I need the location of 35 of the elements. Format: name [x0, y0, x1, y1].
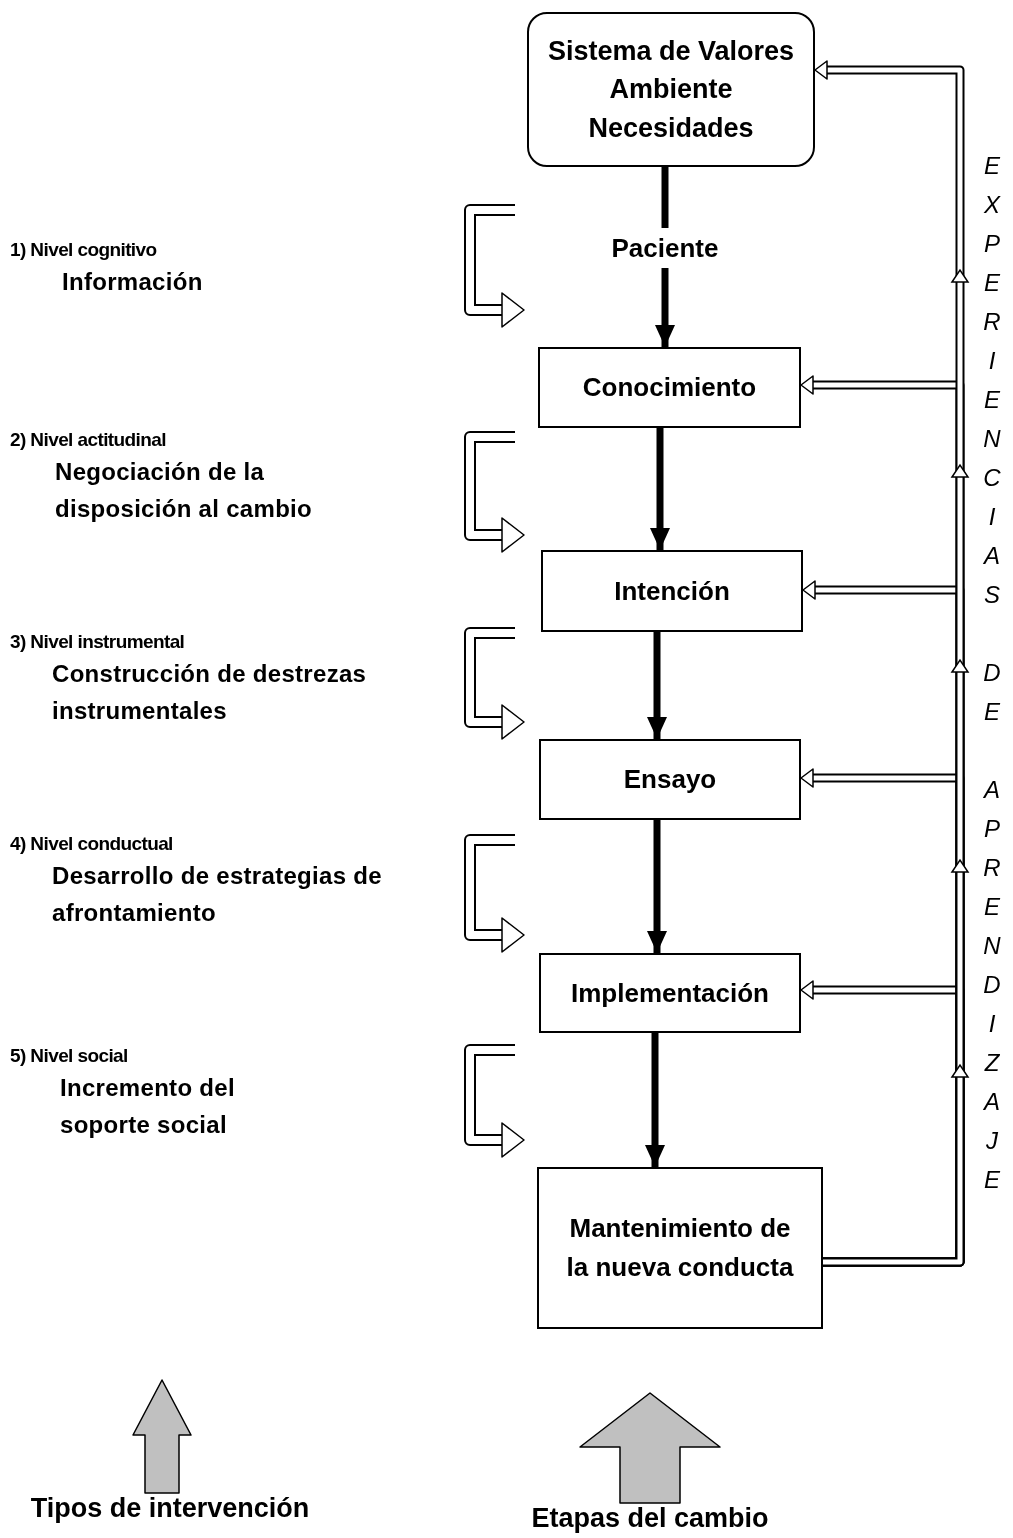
arrow: [647, 820, 667, 953]
stage-label: Implementación: [571, 976, 769, 1010]
arrow: [650, 428, 670, 550]
hollow-arrow: [814, 60, 970, 1267]
stage-label: Paciente: [611, 232, 719, 264]
rounded-box: [527, 12, 815, 167]
level-description: Incremento del soporte social: [60, 1072, 236, 1140]
stage-box: [539, 953, 801, 1033]
level-description: Información: [62, 266, 204, 297]
level-heading: 3) Nivel instrumental: [10, 630, 185, 654]
stage-box: [541, 550, 803, 632]
vertical-label: EXPERIENCIAS DE APRENDIZAJE: [982, 151, 1002, 1195]
level-heading: 1) Nivel cognitivo: [10, 238, 157, 262]
stage-box: [537, 1167, 823, 1329]
arrow: [645, 1033, 665, 1167]
stage-label: Ensayo: [623, 763, 717, 796]
stage-box: [538, 347, 801, 428]
stage-box: [539, 739, 801, 820]
block-arrow: [579, 1392, 721, 1504]
stage-label: Conocimiento: [582, 371, 757, 404]
level-description: Desarrollo de estrategias de afrontamiento: [52, 860, 383, 928]
level-description: Negociación de la disposición al cambio: [55, 456, 314, 524]
stage-label: Intención: [614, 574, 730, 608]
level-description: Construcción de destrezas instrumentales: [52, 658, 368, 726]
stage-label: Mantenimiento de la nueva conducta: [565, 1212, 795, 1284]
stage-label: Sistema de Valores: [547, 34, 795, 68]
level-heading: 4) Nivel conductual: [10, 832, 173, 856]
block-arrow: [132, 1379, 192, 1494]
level-heading: 2) Nivel actitudinal: [10, 428, 166, 452]
arrow: [647, 632, 667, 739]
axis-caption: Tipos de intervención: [30, 1493, 310, 1524]
stage-label: Necesidades: [588, 111, 754, 145]
stage-label: Ambiente: [609, 73, 733, 106]
level-heading: 5) Nivel social: [10, 1044, 128, 1068]
axis-caption: Etapas del cambio: [531, 1503, 769, 1534]
